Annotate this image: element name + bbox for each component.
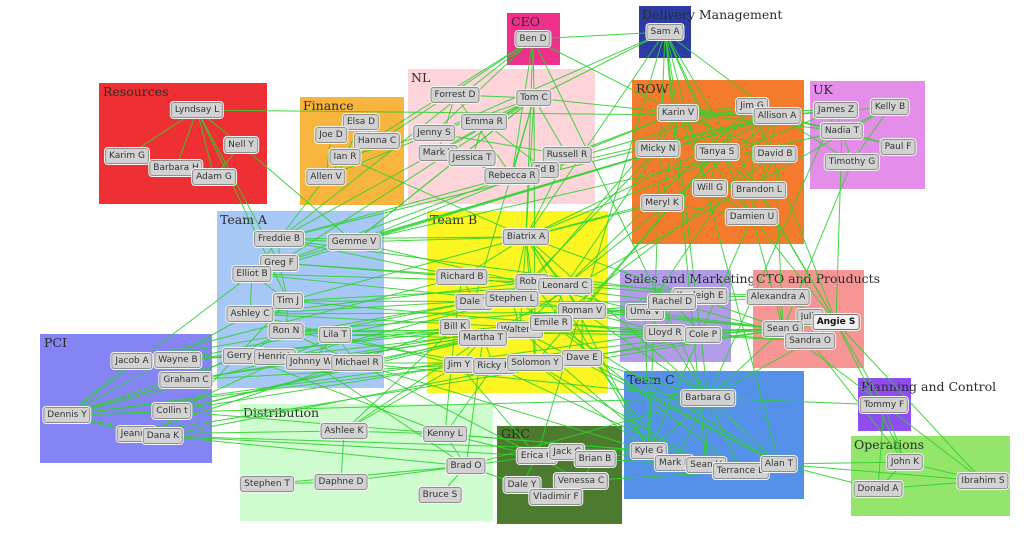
node-freddie[interactable]: Freddie B <box>253 231 305 247</box>
node-karin[interactable]: Karin V <box>657 105 699 121</box>
node-elsa[interactable]: Elsa D <box>342 114 380 130</box>
node-brad[interactable]: Brad O <box>446 458 486 474</box>
group-label-sales: Sales and Marketing <box>624 271 756 286</box>
node-gemme[interactable]: Gemme V <box>327 234 381 250</box>
node-allen[interactable]: Allen V <box>306 169 346 185</box>
group-label-teamc: Team C <box>627 372 675 387</box>
group-label-teamb: Team B <box>430 212 478 227</box>
node-ian[interactable]: Ian R <box>329 149 361 165</box>
group-label-ceo: CEO <box>511 14 540 29</box>
node-donald[interactable]: Donald A <box>853 481 903 497</box>
node-tanya[interactable]: Tanya S <box>695 144 739 160</box>
node-angie[interactable]: Angie S <box>812 314 860 330</box>
node-stephent[interactable]: Stephen T <box>240 476 294 492</box>
node-meryl[interactable]: Meryl K <box>641 195 683 211</box>
node-timothy[interactable]: Timothy G <box>824 154 880 170</box>
node-davee[interactable]: Dave E <box>562 350 602 366</box>
node-michael[interactable]: Michael R <box>331 355 383 371</box>
node-allison[interactable]: Allison A <box>753 108 801 124</box>
node-rachel[interactable]: Rachel D <box>647 294 697 310</box>
group-label-teama: Team A <box>220 212 268 227</box>
node-dana[interactable]: Dana K <box>142 428 184 444</box>
node-martha[interactable]: Martha T <box>458 330 508 346</box>
node-paul[interactable]: Paul F <box>880 139 916 155</box>
node-hanna[interactable]: Hanna C <box>353 133 401 149</box>
node-wayne[interactable]: Wayne B <box>154 352 202 368</box>
node-nadia[interactable]: Nadia T <box>820 123 864 139</box>
node-bruce[interactable]: Bruce S <box>418 487 462 503</box>
node-ashley[interactable]: Ashley C <box>226 306 274 322</box>
node-graham[interactable]: Graham C <box>159 372 213 388</box>
node-alan[interactable]: Alan T <box>760 456 798 472</box>
node-nell[interactable]: Nell Y <box>224 137 258 153</box>
node-lila[interactable]: Lila T <box>319 327 351 343</box>
node-lyndsay[interactable]: Lyndsay L <box>170 102 224 118</box>
node-mark[interactable]: Mark Y <box>418 145 458 161</box>
group-label-row: ROW <box>636 81 669 96</box>
node-john[interactable]: John K <box>886 454 924 470</box>
group-label-pci: PCI <box>44 335 67 350</box>
node-henrick[interactable]: Henrick <box>253 349 297 365</box>
node-brandon[interactable]: Brandon L <box>732 182 786 198</box>
node-solomon[interactable]: Solomon Y <box>507 355 563 371</box>
node-lloyd[interactable]: Lloyd R <box>644 325 686 341</box>
node-johnny[interactable]: Johnny W <box>285 354 337 370</box>
node-leonard[interactable]: Leonard C <box>538 278 592 294</box>
group-label-finance: Finance <box>303 98 354 113</box>
node-richard[interactable]: Richard B <box>436 269 488 285</box>
node-brianb[interactable]: Brian B <box>574 451 616 467</box>
node-russell[interactable]: Russell R <box>542 147 592 163</box>
group-label-operations: Operations <box>854 437 925 452</box>
group-box-row <box>632 80 804 244</box>
node-biatrix[interactable]: Biatrix A <box>502 229 550 245</box>
node-dennis[interactable]: Dennis Y <box>43 407 91 423</box>
node-sam[interactable]: Sam A <box>646 24 684 40</box>
node-vladimir[interactable]: Vladimir F <box>529 489 583 505</box>
node-ibrahim[interactable]: Ibrahim S <box>957 473 1009 489</box>
group-label-cto: CTO and Prouducts <box>756 271 881 286</box>
node-jacob[interactable]: Jacob A <box>111 353 153 369</box>
node-barbarah[interactable]: Barbara H <box>149 160 203 176</box>
node-alexandra[interactable]: Alexandra A <box>746 289 810 305</box>
group-label-distribution: Distribution <box>243 405 320 420</box>
node-emile[interactable]: Emile R <box>529 315 573 331</box>
node-will[interactable]: Will G <box>692 180 728 196</box>
node-james[interactable]: James Z <box>813 102 859 118</box>
node-micky[interactable]: Micky N <box>636 141 680 157</box>
node-rebecca[interactable]: Rebecca R <box>484 168 540 184</box>
node-tommy[interactable]: Tommy F <box>859 397 909 413</box>
node-jenny[interactable]: Jenny S <box>413 125 455 141</box>
node-emma[interactable]: Emma R <box>461 114 507 130</box>
node-joe[interactable]: Joe D <box>315 127 347 143</box>
node-damien[interactable]: Damien U <box>725 209 779 225</box>
node-colep[interactable]: Cole P <box>684 327 722 343</box>
node-davidb[interactable]: David B <box>753 146 797 162</box>
group-label-planning: Planning and Control <box>861 379 997 394</box>
node-stephenl[interactable]: Stephen L <box>485 291 539 307</box>
node-collin[interactable]: Collin t <box>152 403 192 419</box>
node-sandra[interactable]: Sandra O <box>785 333 835 349</box>
node-kelly[interactable]: Kelly B <box>870 99 910 115</box>
group-label-grc: GRC <box>501 426 530 441</box>
node-daphne[interactable]: Daphne D <box>314 474 368 490</box>
group-label-uk: UK <box>813 82 833 97</box>
node-jimy[interactable]: Jim Y <box>443 357 475 373</box>
node-jessica[interactable]: Jessica T <box>448 150 496 166</box>
node-ben[interactable]: Ben D <box>515 31 551 47</box>
node-venessa[interactable]: Venessa C <box>553 473 609 489</box>
node-barbarag[interactable]: Barbara G <box>681 390 735 406</box>
group-label-delivery: Delivery Management <box>642 7 783 22</box>
node-timj[interactable]: Tim J <box>272 293 304 309</box>
node-adam[interactable]: Adam G <box>192 169 236 185</box>
node-kenny[interactable]: Kenny L <box>423 426 467 442</box>
node-forrest[interactable]: Forrest D <box>430 87 480 103</box>
group-label-resources: Resources <box>103 84 169 99</box>
node-karim[interactable]: Karim G <box>104 148 150 164</box>
node-elliot[interactable]: Elliot B <box>232 266 272 282</box>
node-ashlee[interactable]: Ashlee K <box>320 423 368 439</box>
group-label-nl: NL <box>411 70 431 85</box>
node-ron[interactable]: Ron N <box>268 323 304 339</box>
node-tom[interactable]: Tom C <box>516 90 552 106</box>
